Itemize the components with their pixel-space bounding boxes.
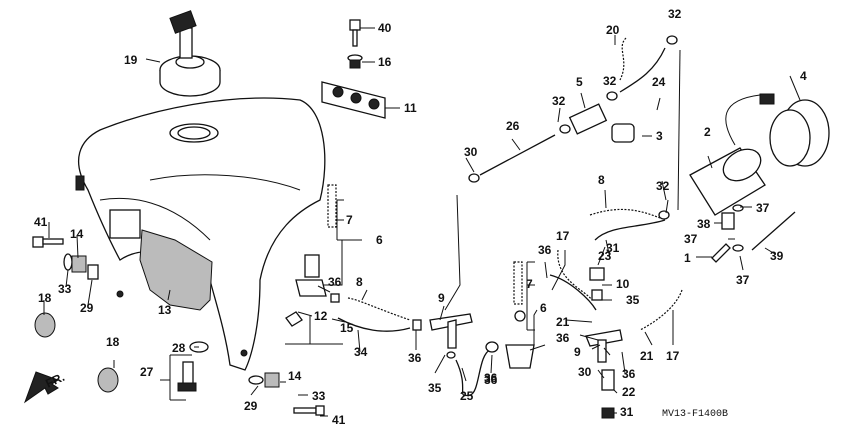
callout-19: 19 — [124, 53, 138, 67]
callout-27: 27 — [140, 365, 154, 379]
callout-2: 2 — [704, 125, 711, 139]
callout-37b: 37 — [684, 232, 698, 246]
callout-39: 39 — [770, 249, 784, 263]
callout-16: 16 — [378, 55, 392, 69]
callout-36d: 36 — [408, 351, 422, 365]
callout-9a: 9 — [438, 291, 445, 305]
callout-9b: 9 — [574, 345, 581, 359]
callout-12: 12 — [314, 309, 328, 323]
fuel-tank — [75, 97, 326, 371]
callout-26: 26 — [506, 119, 520, 133]
callout-36c: 36 — [556, 331, 570, 345]
callout-7b: 7 — [526, 277, 533, 291]
tank-bracket — [321, 81, 386, 119]
front-label: FR. — [43, 370, 66, 391]
hose-set-right — [549, 208, 683, 331]
callout-36e: 36 — [484, 373, 498, 387]
callout-30b: 30 — [578, 365, 592, 379]
callout-15: 15 — [340, 321, 354, 335]
callout-25: 25 — [460, 389, 474, 403]
leader-lines — [43, 27, 801, 417]
t-joint-center — [429, 313, 499, 397]
callout-3: 3 — [656, 129, 663, 143]
callout-17b: 17 — [666, 349, 680, 363]
callout-34: 34 — [354, 345, 368, 359]
callout-37c: 37 — [736, 273, 750, 287]
callout-38: 38 — [697, 217, 711, 231]
t-joint-right — [585, 267, 623, 419]
callout-33b: 33 — [312, 389, 326, 403]
bolt-and-collar — [347, 19, 363, 69]
callout-21a: 21 — [556, 315, 570, 329]
callout-31b: 31 — [620, 405, 634, 419]
callout-18b: 18 — [106, 335, 120, 349]
callout-32a: 32 — [668, 7, 682, 21]
callout-36b: 36 — [328, 275, 342, 289]
callout-29a: 29 — [80, 301, 94, 315]
callout-32c: 32 — [552, 94, 566, 108]
hose-set-top — [606, 35, 681, 211]
callout-35a: 35 — [626, 293, 640, 307]
callout-5: 5 — [576, 75, 583, 89]
callout-13: 13 — [158, 303, 172, 317]
callout-36f: 36 — [622, 367, 636, 381]
small-fittings-right — [711, 204, 796, 263]
rear-mount-hardware — [177, 341, 325, 416]
callout-30a: 30 — [464, 145, 478, 159]
callout-10: 10 — [616, 277, 630, 291]
callout-35b: 35 — [428, 381, 442, 395]
callout-23: 23 — [598, 249, 612, 263]
callout-14a: 14 — [70, 227, 84, 241]
callout-8b: 8 — [356, 275, 363, 289]
callout-32d: 32 — [656, 179, 670, 193]
fuel-pump — [689, 93, 775, 216]
front-direction-arrow — [23, 371, 60, 404]
callout-29b: 29 — [244, 399, 258, 413]
diagram-code: MV13-F1400B — [662, 409, 728, 420]
pump-relay — [769, 99, 830, 167]
callout-40: 40 — [378, 21, 392, 35]
fuel-line-upper — [444, 103, 635, 311]
callout-36a: 36 — [538, 243, 552, 257]
callout-numbers: 19 40 16 11 20 32 32 24 5 32 4 26 3 2 30… — [34, 7, 807, 427]
hose-set-left — [285, 293, 422, 332]
fuel-valve-left — [295, 184, 337, 297]
callout-6a: 6 — [376, 233, 383, 247]
fuel-cap-assembly — [159, 10, 221, 97]
callout-4: 4 — [800, 69, 807, 83]
callout-22: 22 — [622, 385, 636, 399]
callout-41b: 41 — [332, 413, 346, 427]
callout-7a: 7 — [346, 213, 353, 227]
fuel-valve-right — [505, 261, 546, 369]
callout-14b: 14 — [288, 369, 302, 383]
callout-11: 11 — [404, 101, 417, 115]
tank-insulator — [139, 229, 213, 311]
callout-8a: 8 — [598, 173, 605, 187]
callout-20: 20 — [606, 23, 620, 37]
callout-31a: 31 — [606, 241, 620, 255]
callout-41a: 41 — [34, 215, 48, 229]
callout-1: 1 — [684, 251, 691, 265]
callout-24: 24 — [652, 75, 666, 89]
callout-37a: 37 — [756, 201, 770, 215]
callout-33a: 33 — [58, 282, 72, 296]
callout-21b: 21 — [640, 349, 654, 363]
front-mount-hardware — [32, 236, 119, 393]
callout-32b: 32 — [603, 74, 617, 88]
callout-17a: 17 — [556, 229, 570, 243]
callout-36g: 36 — [484, 371, 498, 385]
callout-18a: 18 — [38, 291, 52, 305]
callout-28: 28 — [172, 341, 186, 355]
callout-6b: 6 — [540, 301, 547, 315]
